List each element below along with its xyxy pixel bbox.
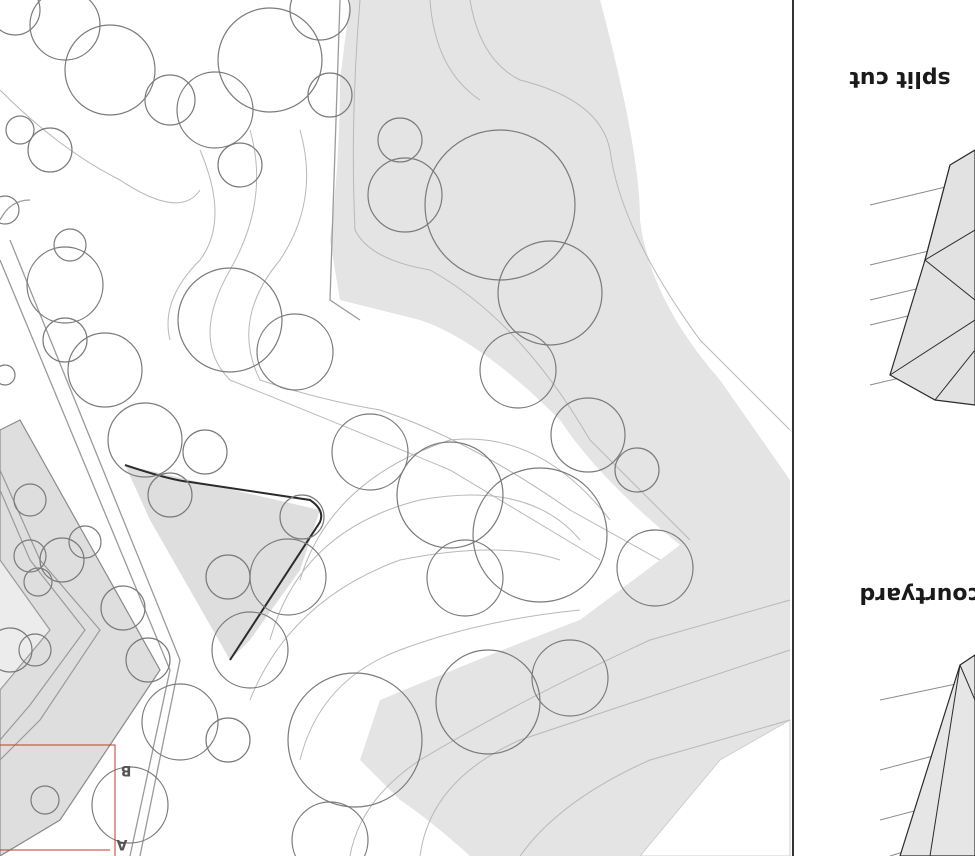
tree-canopy-24 (497, 240, 603, 346)
tree-canopy-5 (217, 7, 323, 113)
bold-plaza-edge (124, 464, 323, 661)
tree-canopy-8 (217, 142, 263, 188)
tree-canopy-41 (205, 717, 251, 763)
tree-canopy-43 (291, 801, 369, 856)
building-cluster (0, 419, 161, 856)
tree-canopy-39 (531, 639, 609, 717)
tree-canopy-28 (331, 413, 409, 491)
split-cut-diagram (869, 149, 975, 406)
courtyard-diagram (879, 654, 975, 856)
tree-canopy-17 (182, 429, 228, 475)
tree-canopy-22 (367, 157, 443, 233)
tree-canopy-0 (0, 0, 41, 36)
tree-canopy-35 (205, 554, 251, 600)
tree-canopy-11 (0, 195, 20, 225)
tree-canopy-51 (18, 633, 52, 667)
section-marker-b: B (121, 762, 132, 778)
tree-canopy-37 (287, 672, 423, 808)
label-courtyard: courtyard (860, 582, 975, 607)
tree-canopy-40 (141, 683, 219, 761)
tree-canopy-54 (30, 785, 60, 815)
tree-canopy-13 (26, 246, 104, 324)
label-split-cut: split cut (849, 66, 951, 91)
tree-canopy-20 (256, 313, 334, 391)
tree-canopy-52 (0, 627, 33, 673)
tree-canopy-42 (91, 766, 169, 844)
tree-canopy-12 (53, 228, 87, 262)
tree-canopy-33 (279, 494, 325, 540)
tree-canopy-31 (426, 539, 504, 617)
tree-canopy-7 (289, 0, 351, 41)
tree-canopy-46 (39, 537, 85, 583)
tree-canopy-3 (144, 74, 196, 126)
tree-canopy-26 (550, 397, 626, 473)
path-edges (0, 0, 361, 856)
tree-canopy-15 (67, 332, 143, 408)
contour-lines (0, 0, 791, 856)
tree-canopy-50 (125, 637, 171, 683)
tree-canopy-14 (42, 317, 88, 363)
tree-canopy-1 (29, 0, 101, 61)
grey-terrain-notch (600, 530, 660, 570)
grey-plaza (125, 465, 320, 660)
tree-canopy-48 (23, 567, 53, 597)
tree-canopy-45 (68, 525, 102, 559)
tree-canopy-10 (27, 127, 73, 173)
tree-canopy-18 (147, 472, 193, 518)
tree-canopy-19 (177, 267, 283, 373)
tree-canopy-2 (64, 24, 156, 116)
tree-canopy-49 (100, 585, 146, 631)
tree-canopy-6 (307, 72, 353, 118)
tree-canopy-25 (479, 331, 557, 409)
grey-terrain-zone (330, 0, 790, 856)
tree-canopy-30 (472, 467, 608, 603)
tree-canopies (0, 0, 694, 856)
tree-canopy-32 (616, 529, 694, 607)
tree-canopy-53 (0, 364, 16, 386)
tree-canopy-36 (211, 611, 289, 689)
tree-canopy-16 (107, 402, 183, 478)
tree-canopy-9 (5, 115, 35, 145)
tree-canopy-21 (377, 117, 423, 163)
tree-canopy-27 (614, 447, 660, 493)
tree-canopy-47 (13, 539, 47, 573)
section-line (0, 744, 116, 856)
tree-canopy-44 (13, 483, 47, 517)
section-marker-a: A (116, 836, 127, 852)
tree-canopy-4 (176, 71, 254, 149)
tree-canopy-29 (396, 441, 504, 549)
